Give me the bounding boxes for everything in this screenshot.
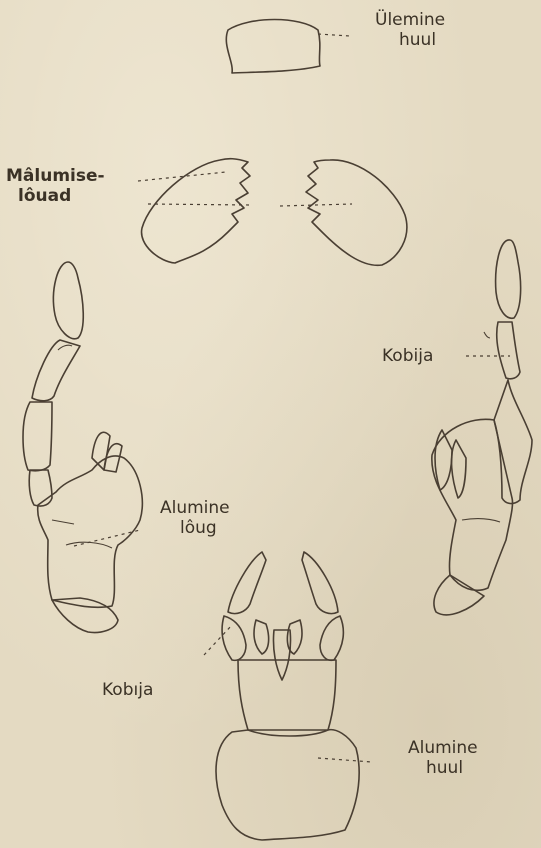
upper-lip-label: Ülemine huul bbox=[375, 10, 445, 50]
lower-lip-label-line2: huul bbox=[408, 758, 478, 778]
left-maxilla-figure bbox=[23, 262, 142, 633]
upper-lip-label-line1: Ülemine bbox=[375, 10, 445, 30]
mandibles-label: Mâlumise- lôuad bbox=[6, 166, 105, 206]
palp-label-left-line1: Kobıja bbox=[102, 680, 153, 700]
upper-lip-label-line2: huul bbox=[375, 30, 445, 50]
lower-jaw-label-line2: lôug bbox=[160, 518, 230, 538]
right-maxilla-figure bbox=[432, 240, 532, 615]
left-mandible-figure bbox=[138, 159, 250, 263]
palp-label-right-line1: Kobija bbox=[382, 346, 433, 366]
lower-jaw-label: Alumine lôug bbox=[160, 498, 230, 538]
lower-lip-label-line1: Alumine bbox=[408, 738, 478, 758]
palp-label-left: Kobıja bbox=[102, 680, 153, 700]
lower-jaw-label-line1: Alumine bbox=[160, 498, 230, 518]
mandibles-label-line2: lôuad bbox=[6, 186, 105, 206]
upper-lip-figure bbox=[226, 20, 350, 74]
lower-lip-figure bbox=[204, 552, 372, 840]
right-mandible-figure bbox=[280, 160, 407, 265]
palp-label-right: Kobija bbox=[382, 346, 433, 366]
mandibles-label-line1: Mâlumise- bbox=[6, 166, 105, 186]
lower-lip-label: Alumine huul bbox=[408, 738, 478, 778]
